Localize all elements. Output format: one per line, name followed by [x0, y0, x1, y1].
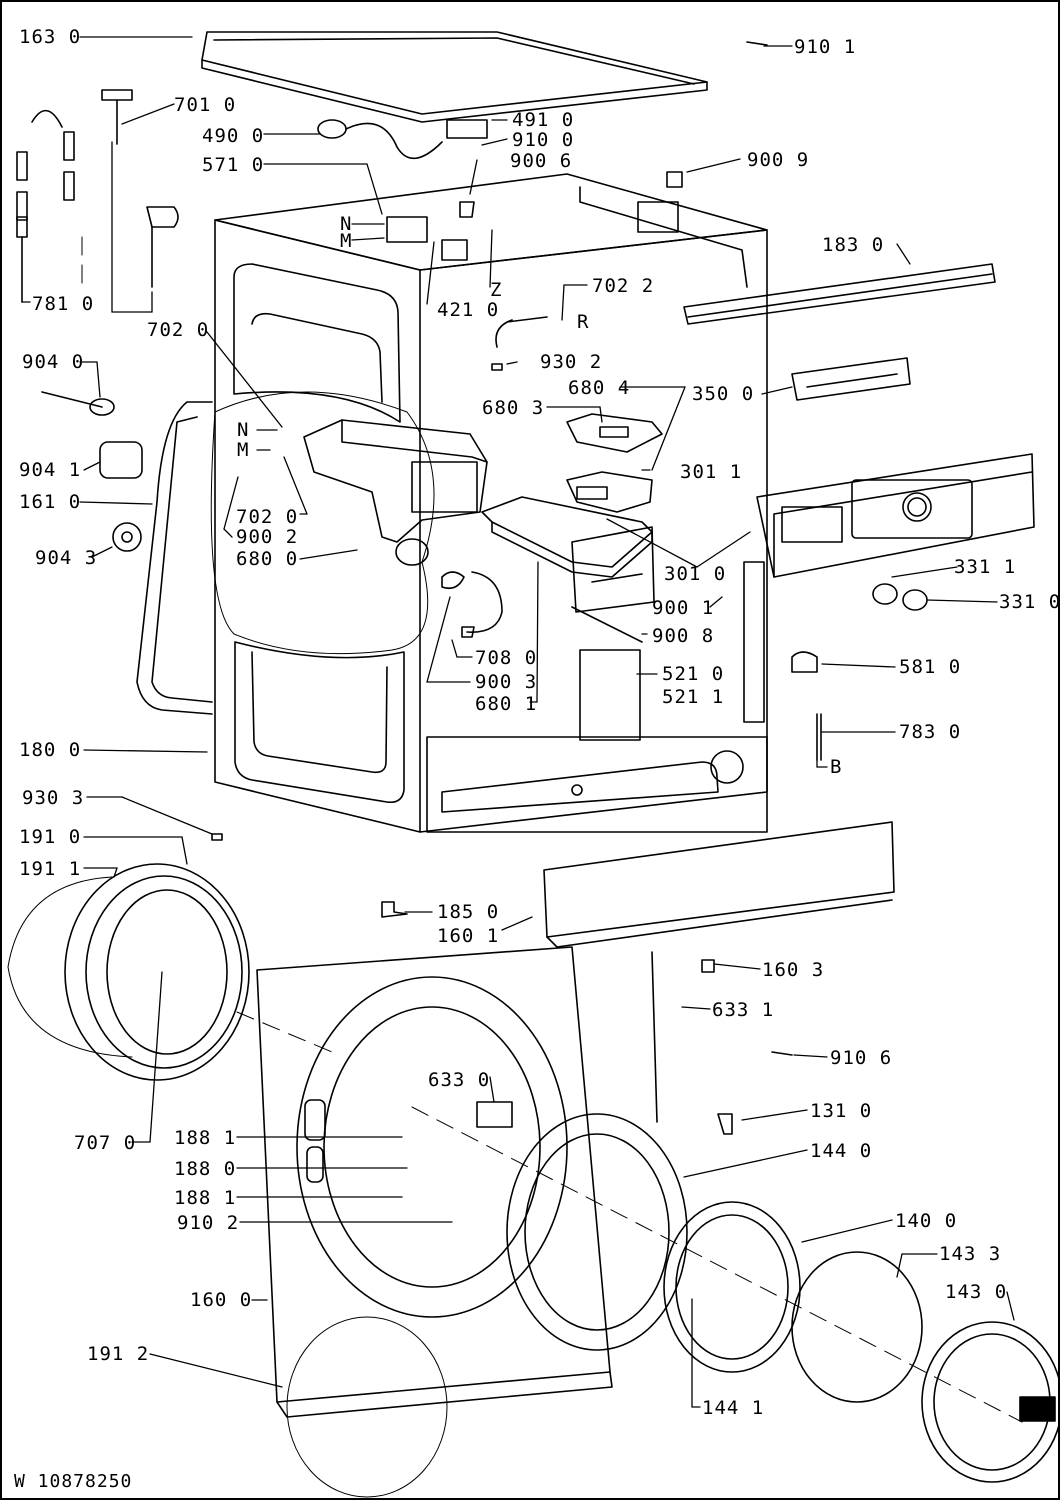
centerlines	[81, 236, 1023, 1423]
part-label-571-0: 571 0	[202, 154, 265, 176]
door-ring-143-3	[791, 1251, 923, 1403]
marker-r: R	[577, 311, 590, 333]
part-label-680-3: 680 3	[482, 397, 545, 419]
part-label-900-6: 900 6	[510, 150, 573, 172]
part-label-900-1: 900 1	[652, 597, 715, 619]
door-seal-191-0	[7, 863, 250, 1081]
part-label-188-0: 188 0	[174, 1158, 237, 1180]
tub-outline	[210, 391, 435, 655]
document-id: W 10878250	[14, 1471, 133, 1492]
part-label-188-1-a: 188 1	[174, 1127, 237, 1149]
part-label-702-2: 702 2	[592, 275, 655, 297]
cabinet-180-0	[214, 173, 768, 833]
part-label-180-0: 180 0	[19, 739, 82, 761]
hoses-and-wires	[31, 109, 658, 1123]
part-label-331-0: 331 0	[999, 591, 1060, 613]
part-label-680-1: 680 1	[475, 693, 538, 715]
part-label-904-0: 904 0	[22, 351, 85, 373]
part-label-633-0: 633 0	[428, 1069, 491, 1091]
part-label-521-0: 521 0	[662, 663, 725, 685]
marker-b: B	[830, 756, 843, 778]
part-label-331-1: 331 1	[954, 556, 1017, 578]
outer-door-143-0	[921, 1321, 1060, 1483]
part-label-904-3: 904 3	[35, 547, 98, 569]
part-label-350-0: 350 0	[692, 383, 755, 405]
part-label-910-6: 910 6	[830, 1047, 893, 1069]
part-label-707-0: 707 0	[74, 1132, 137, 1154]
part-label-163-0: 163 0	[19, 26, 82, 48]
leader-lines	[21, 36, 1015, 1408]
part-label-191-2: 191 2	[87, 1343, 150, 1365]
part-label-701-0: 701 0	[174, 94, 237, 116]
part-label-161-0: 161 0	[19, 491, 82, 513]
part-label-702-0: 702 0	[147, 319, 210, 341]
kick-plate-160-1	[543, 821, 895, 948]
part-label-160-1: 160 1	[437, 925, 500, 947]
wire-label-n: N	[340, 213, 353, 235]
part-label-680-4: 680 4	[568, 377, 631, 399]
top-lid-163-0	[201, 31, 708, 123]
dispenser-drawer-680-1	[481, 496, 655, 613]
part-label-191-0: 191 0	[19, 826, 82, 848]
part-label-904-1: 904 1	[19, 459, 82, 481]
part-label-490-0: 490 0	[202, 125, 265, 147]
door-frame-144-0	[506, 1113, 688, 1351]
part-label-521-1: 521 1	[662, 686, 725, 708]
part-label-910-2: 910 2	[177, 1212, 240, 1234]
drawer-part-680-3	[566, 413, 663, 453]
part-label-160-0: 160 0	[190, 1289, 253, 1311]
part-label-144-1: 144 1	[702, 1397, 765, 1419]
door-glass-140-0	[663, 1201, 801, 1373]
part-label-301-1: 301 1	[680, 461, 743, 483]
part-label-633-1: 633 1	[712, 999, 775, 1021]
part-label-140-0: 140 0	[895, 1210, 958, 1232]
side-frame-161-0	[136, 401, 213, 715]
part-label-491-0: 491 0	[512, 109, 575, 131]
part-label-930-2: 930 2	[540, 351, 603, 373]
part-label-930-3: 930 3	[22, 787, 85, 809]
wire-label-m: M	[340, 230, 353, 252]
part-label-781-0: 781 0	[32, 293, 95, 315]
part-label-702-0-b: 702 0	[236, 506, 299, 528]
part-label-185-0: 185 0	[437, 901, 500, 923]
part-label-581-0: 581 0	[899, 656, 962, 678]
part-label-188-1-b: 188 1	[174, 1187, 237, 1209]
part-label-783-0: 783 0	[899, 721, 962, 743]
part-label-900-8: 900 8	[652, 625, 715, 647]
part-label-191-1: 191 1	[19, 858, 82, 880]
part-label-708-0: 708 0	[475, 647, 538, 669]
part-label-131-0: 131 0	[810, 1100, 873, 1122]
marker-z: Z	[490, 279, 503, 301]
part-label-301-0: 301 0	[664, 563, 727, 585]
part-label-900-2: 900 2	[236, 526, 299, 548]
small-parts	[16, 41, 928, 1135]
drawer-part-680-4	[566, 471, 653, 513]
dispenser-housing-680-0	[303, 419, 488, 566]
rear-rail-183-0	[683, 263, 996, 325]
part-label-144-0: 144 0	[810, 1140, 873, 1162]
wire-label-m-2: M	[237, 439, 250, 461]
control-panel-301-0	[756, 453, 1035, 578]
front-panel-160-0	[256, 946, 613, 1418]
part-label-143-3: 143 3	[939, 1243, 1002, 1265]
part-label-160-3: 160 3	[762, 959, 825, 981]
part-label-900-9: 900 9	[747, 149, 810, 171]
part-label-143-0: 143 0	[945, 1281, 1008, 1303]
part-label-910-0: 910 0	[512, 129, 575, 151]
electronic-module-350-0	[791, 357, 911, 401]
part-label-910-1: 910 1	[794, 36, 857, 58]
lower-seal-191-2	[286, 1316, 448, 1498]
part-label-900-3: 900 3	[475, 671, 538, 693]
part-label-680-0: 680 0	[236, 548, 299, 570]
wire-label-n-2: N	[237, 419, 250, 441]
part-label-421-0: 421 0	[437, 299, 500, 321]
part-label-183-0: 183 0	[822, 234, 885, 256]
